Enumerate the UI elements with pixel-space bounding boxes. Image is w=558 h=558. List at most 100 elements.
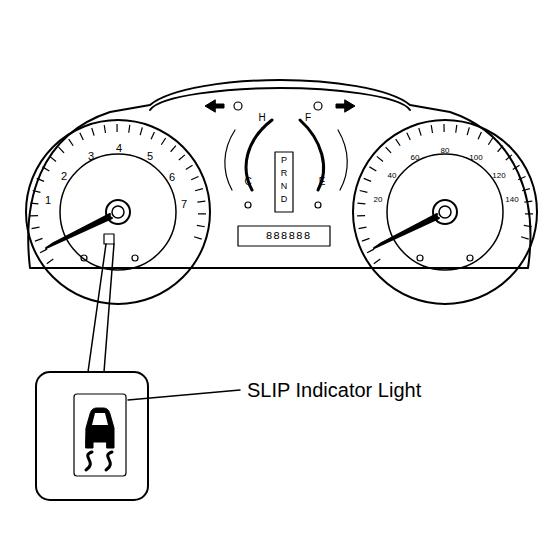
tick-mark — [186, 165, 193, 169]
tach-number: 7 — [181, 199, 187, 210]
warning-lamp — [417, 255, 423, 261]
slip-car-windshield — [92, 413, 108, 425]
headlight-indicator — [234, 102, 242, 110]
tach-number: 3 — [88, 151, 94, 162]
shift-indicator-frame — [275, 152, 293, 212]
speed-number: 80 — [441, 147, 450, 155]
tick-mark — [171, 146, 176, 152]
tick-mark — [498, 146, 503, 152]
speedometer-bezel — [353, 120, 537, 304]
tick-mark — [69, 139, 73, 146]
tick-mark — [362, 238, 370, 241]
tick-mark — [80, 133, 83, 140]
slip-car-wheel — [86, 442, 93, 448]
gauge-ticks — [30, 124, 533, 264]
tick-mark — [50, 156, 56, 161]
tick-mark — [42, 167, 49, 171]
tick-mark — [377, 156, 383, 161]
tick-mark — [478, 132, 481, 139]
tick-mark — [140, 127, 142, 135]
icon-frame — [74, 394, 126, 476]
tick-mark — [40, 249, 47, 253]
callout-label: SLIP Indicator Light — [247, 380, 421, 400]
shift-position: D — [281, 195, 288, 204]
callout-box — [36, 372, 148, 500]
tick-mark — [518, 177, 525, 180]
slip-skid-mark — [106, 452, 112, 470]
speedometer-hub-cap — [439, 206, 451, 218]
odometer-digits: 888888 — [266, 231, 312, 242]
tick-mark — [521, 237, 529, 239]
cluster-housing — [28, 80, 530, 268]
tick-mark — [522, 189, 530, 191]
shift-position: P — [281, 156, 287, 165]
temp-mark: H — [258, 113, 265, 123]
tick-mark — [197, 225, 205, 226]
slip-skid-mark — [86, 452, 92, 470]
speedometer-needle — [374, 214, 439, 248]
tick-mark — [488, 138, 492, 145]
tick-mark — [179, 155, 185, 160]
tick-mark — [191, 177, 198, 180]
tick-mark — [524, 225, 532, 226]
tachometer-face — [60, 154, 176, 270]
tachometer-hub-cap — [112, 206, 124, 218]
tick-mark — [524, 201, 532, 203]
tick-mark — [357, 203, 365, 205]
tach-number: 6 — [169, 172, 175, 183]
tick-mark — [456, 125, 457, 133]
tachometer-bezel — [26, 120, 210, 304]
shift-position: R — [281, 169, 288, 178]
slip-lamp-location — [104, 234, 114, 244]
tick-mark — [367, 249, 374, 253]
tick-mark — [364, 178, 371, 181]
tick-mark — [129, 125, 130, 133]
high-beam-indicator — [314, 102, 322, 110]
tick-mark — [525, 213, 533, 214]
tick-mark — [396, 139, 400, 146]
speedometer-hub — [433, 200, 457, 224]
speed-number: 20 — [374, 196, 383, 204]
tick-mark — [30, 215, 38, 217]
fuel-mark: E — [319, 177, 326, 187]
speed-number: 100 — [469, 154, 482, 162]
slip-car-icon — [86, 408, 114, 442]
tachometer-needle — [46, 214, 112, 248]
tick-mark — [467, 127, 469, 135]
tick-mark — [513, 165, 520, 169]
tick-mark — [407, 133, 410, 140]
speed-number: 140 — [505, 196, 518, 204]
tick-mark — [360, 190, 368, 192]
tick-mark — [92, 128, 94, 136]
tach-number: 1 — [45, 195, 51, 206]
right-turn-indicator — [336, 100, 355, 112]
tach-number: 4 — [116, 143, 122, 154]
tick-mark — [443, 124, 444, 132]
tick-mark — [195, 189, 203, 191]
tachometer-hub — [106, 200, 130, 224]
tick-mark — [37, 178, 44, 181]
shift-position: N — [281, 182, 288, 191]
tick-mark — [32, 227, 40, 229]
tach-number: 5 — [147, 151, 153, 162]
warning-lamp — [315, 202, 321, 208]
tick-mark — [431, 125, 432, 133]
temp-mark: C — [244, 177, 251, 187]
tick-mark — [197, 201, 205, 203]
tick-mark — [30, 203, 38, 205]
tick-mark — [198, 213, 206, 214]
label-leader — [128, 390, 240, 400]
tick-mark — [419, 128, 421, 136]
callout-leader — [88, 244, 114, 372]
tach-number: 2 — [61, 171, 67, 182]
tick-mark — [151, 132, 154, 139]
tick-mark — [59, 147, 64, 153]
warning-lamp — [132, 255, 138, 261]
fuel-gauge-bezel — [338, 130, 347, 190]
fuel-mark: F — [305, 113, 311, 123]
tick-mark — [35, 238, 43, 241]
tick-mark — [161, 138, 165, 145]
temperature-gauge-bezel — [225, 130, 235, 190]
left-turn-indicator — [205, 100, 224, 112]
